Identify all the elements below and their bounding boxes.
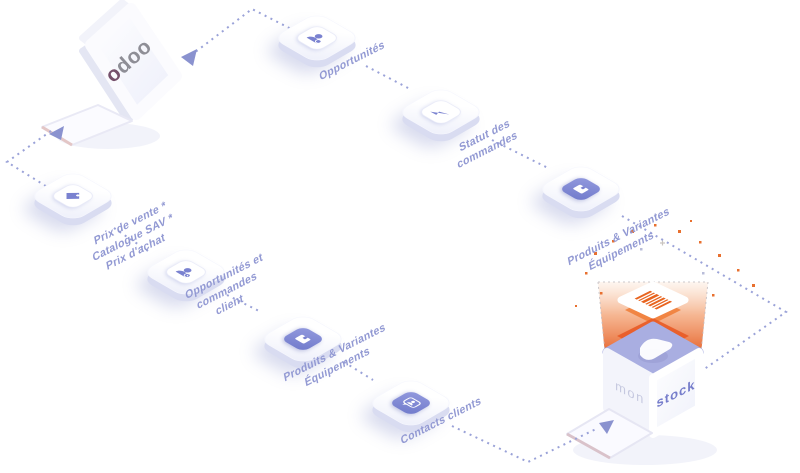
monstock-cube: mon stock <box>602 321 704 438</box>
tile-face <box>140 245 232 299</box>
particles <box>575 220 755 307</box>
hand-icon <box>638 338 673 363</box>
monstock-ramp <box>566 408 653 460</box>
node-contacts-clients <box>365 371 457 437</box>
person-icon <box>294 24 340 52</box>
ramp-arrow-icon <box>599 420 614 434</box>
odoo-box: odoo <box>79 0 182 123</box>
flow-line-odoo-to-prix <box>5 130 52 189</box>
odoo-ramp <box>41 104 133 147</box>
node-produits-variantes-top <box>535 157 627 223</box>
flow-line-top-1 <box>365 65 411 90</box>
price-tag-icon <box>50 182 96 210</box>
node-statut-commandes <box>395 80 487 146</box>
package-icon <box>558 175 604 203</box>
tile-face <box>271 11 363 65</box>
paper-plane-icon <box>418 98 464 126</box>
node-opportunites-commandes <box>140 240 232 306</box>
flow-line-bottom-1 <box>113 227 149 252</box>
chat-person-icon <box>388 389 434 417</box>
flow-arrow-into-odoo-icon <box>181 49 197 66</box>
person-clock-icon <box>163 258 209 286</box>
flow-line-top-2 <box>491 139 549 169</box>
ramp-arrow-icon <box>49 126 64 140</box>
tile-face <box>27 169 119 223</box>
tile-face <box>535 162 627 216</box>
node-prix-catalogue <box>27 164 119 230</box>
tile-face <box>395 85 487 139</box>
barcode-icon <box>617 281 689 319</box>
tile-face <box>257 312 349 366</box>
package-icon <box>280 325 326 353</box>
node-produits-variantes-bottom <box>257 307 349 373</box>
node-opportunites <box>271 6 363 72</box>
flow-line-monstock-to-produits <box>621 215 788 371</box>
tile-face <box>365 376 457 430</box>
